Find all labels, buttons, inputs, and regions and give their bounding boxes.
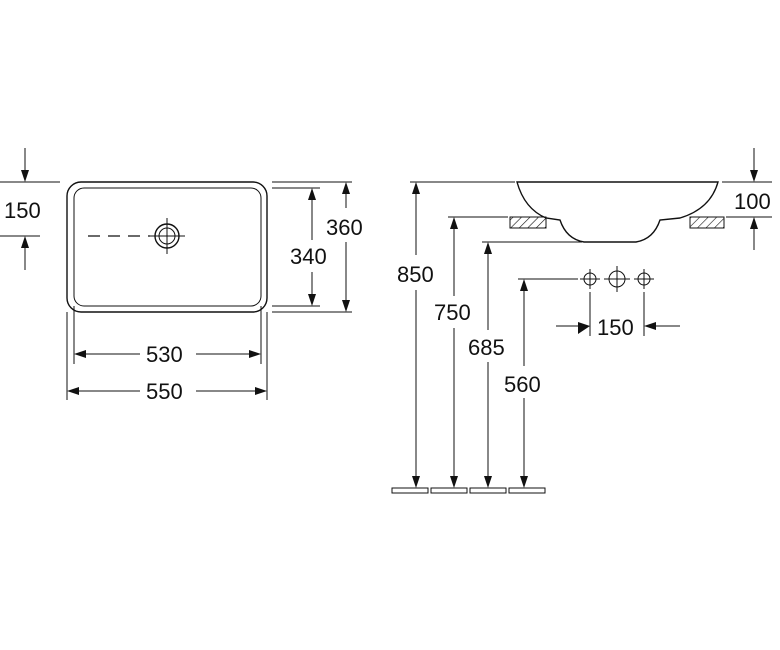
dim-label-150-tap: 150 [597,315,634,340]
basin-outer-rim [66,181,268,313]
dim-label-530: 530 [146,342,183,367]
basin-inner-bowl [73,187,262,307]
drain-icon [149,218,185,254]
dim-tap-spacing [556,292,680,336]
dim-label-685: 685 [468,335,505,360]
side-view: 100 850 750 685 [391,148,772,494]
dim-label-100: 100 [734,189,771,214]
dim-outer-depth [342,182,350,312]
dim-label-750: 750 [434,300,471,325]
dim-basin-height [722,148,772,250]
dim-label-150-left: 150 [4,198,41,223]
tap-hole-right-icon [634,269,654,289]
dim-tap-height [520,279,528,488]
dim-label-550: 550 [146,379,183,404]
countertop-left [509,216,547,229]
dim-outer-width [67,387,267,395]
dim-label-360: 360 [326,215,363,240]
basin-profile [516,181,719,243]
dim-inner-depth [308,188,316,306]
dim-bottom-height [484,242,492,488]
tap-hole-left-icon [580,269,600,289]
dim-inner-width [74,350,261,358]
dim-label-340: 340 [290,244,327,269]
countertop-right [689,216,725,229]
floor-line [391,487,546,494]
plan-view: 150 340 360 [0,148,363,404]
dim-top-height [412,182,420,488]
dim-label-850: 850 [397,262,434,287]
tap-hole-center-icon [604,266,630,292]
dim-overflow-offset [0,148,60,270]
dim-counter-height [450,217,458,488]
dim-label-560: 560 [504,372,541,397]
